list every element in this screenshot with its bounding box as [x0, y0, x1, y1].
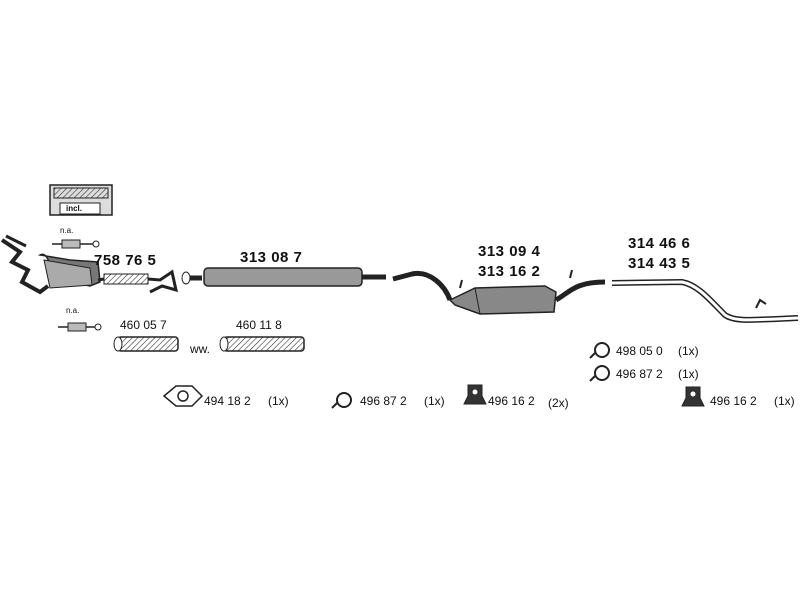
na-label-bottom: n.a.	[66, 306, 80, 315]
middle-muffler-icon	[392, 269, 606, 315]
included-box-icon	[49, 184, 113, 216]
clamp-a-part-number: 496 87 2	[360, 394, 407, 408]
clamp-a-quantity: (1x)	[424, 394, 445, 408]
clamp-b-quantity: (1x)	[678, 344, 699, 358]
clamp-b-part-number: 498 05 0	[616, 344, 663, 358]
catalyst-assembly-icon	[0, 234, 179, 295]
part-catalyst-number: 758 76 5	[94, 252, 157, 269]
part-flex-pipe-2-number: 460 11 8	[236, 318, 282, 332]
gasket-icon	[162, 385, 204, 407]
clamp-icon-b	[589, 342, 610, 359]
part-flex-pipe-1-number: 460 05 7	[120, 318, 167, 332]
oxygen-sensor-bottom-icon	[58, 322, 102, 332]
clamp-icon-c	[589, 365, 610, 382]
ww-label: ww.	[190, 342, 211, 356]
clamp-c-part-number: 496 87 2	[616, 367, 663, 381]
included-box-label: incl.	[66, 204, 83, 213]
clamp-icon-a	[331, 392, 352, 409]
flex-pipe-2-icon	[219, 336, 305, 352]
na-label-top: n.a.	[60, 226, 74, 235]
part-middle-muffler-number-1: 313 09 4	[478, 243, 541, 260]
gasket-quantity: (1x)	[268, 394, 289, 408]
hanger-b-part-number: 496 16 2	[710, 394, 757, 408]
front-muffler-icon	[181, 267, 386, 287]
hanger-b-quantity: (1x)	[774, 394, 795, 408]
rubber-hanger-icon-b	[681, 386, 705, 407]
hanger-a-part-number: 496 16 2	[488, 394, 535, 408]
hanger-a-quantity: (2x)	[548, 396, 569, 410]
clamp-c-quantity: (1x)	[678, 367, 699, 381]
part-rear-pipe-number-2: 314 43 5	[628, 255, 691, 272]
part-middle-muffler-number-2: 313 16 2	[478, 263, 541, 280]
oxygen-sensor-top-icon	[52, 239, 100, 249]
part-rear-pipe-number-1: 314 46 6	[628, 235, 691, 252]
gasket-part-number: 494 18 2	[204, 394, 251, 408]
part-front-muffler-number: 313 08 7	[240, 249, 303, 266]
rubber-hanger-icon-a	[463, 384, 487, 405]
flex-pipe-1-icon	[113, 336, 179, 352]
rear-pipe-icon	[611, 278, 799, 323]
